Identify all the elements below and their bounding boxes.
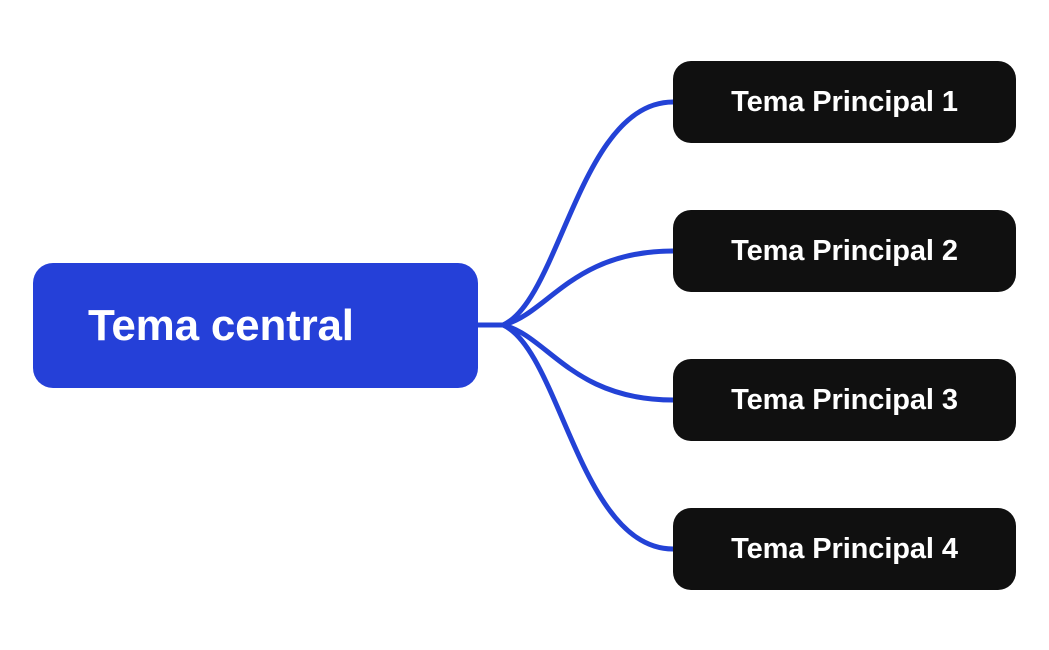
topic-node-4[interactable]: Tema Principal 4 <box>673 508 1016 590</box>
central-node[interactable]: Tema central <box>33 263 478 388</box>
connector-to-topic-3 <box>500 322 676 403</box>
connector-to-topic-1 <box>500 99 676 328</box>
topic-node-1[interactable]: Tema Principal 1 <box>673 61 1016 143</box>
topic-node-2[interactable]: Tema Principal 2 <box>673 210 1016 292</box>
topic-node-4-label: Tema Principal 4 <box>731 532 958 565</box>
topic-node-3[interactable]: Tema Principal 3 <box>673 359 1016 441</box>
topic-node-3-label: Tema Principal 3 <box>731 383 958 416</box>
topic-node-1-label: Tema Principal 1 <box>731 85 958 118</box>
connector-to-topic-4 <box>500 322 676 552</box>
topic-node-2-label: Tema Principal 2 <box>731 234 958 267</box>
central-node-label: Tema central <box>88 300 354 350</box>
connector-to-topic-2 <box>500 248 676 328</box>
